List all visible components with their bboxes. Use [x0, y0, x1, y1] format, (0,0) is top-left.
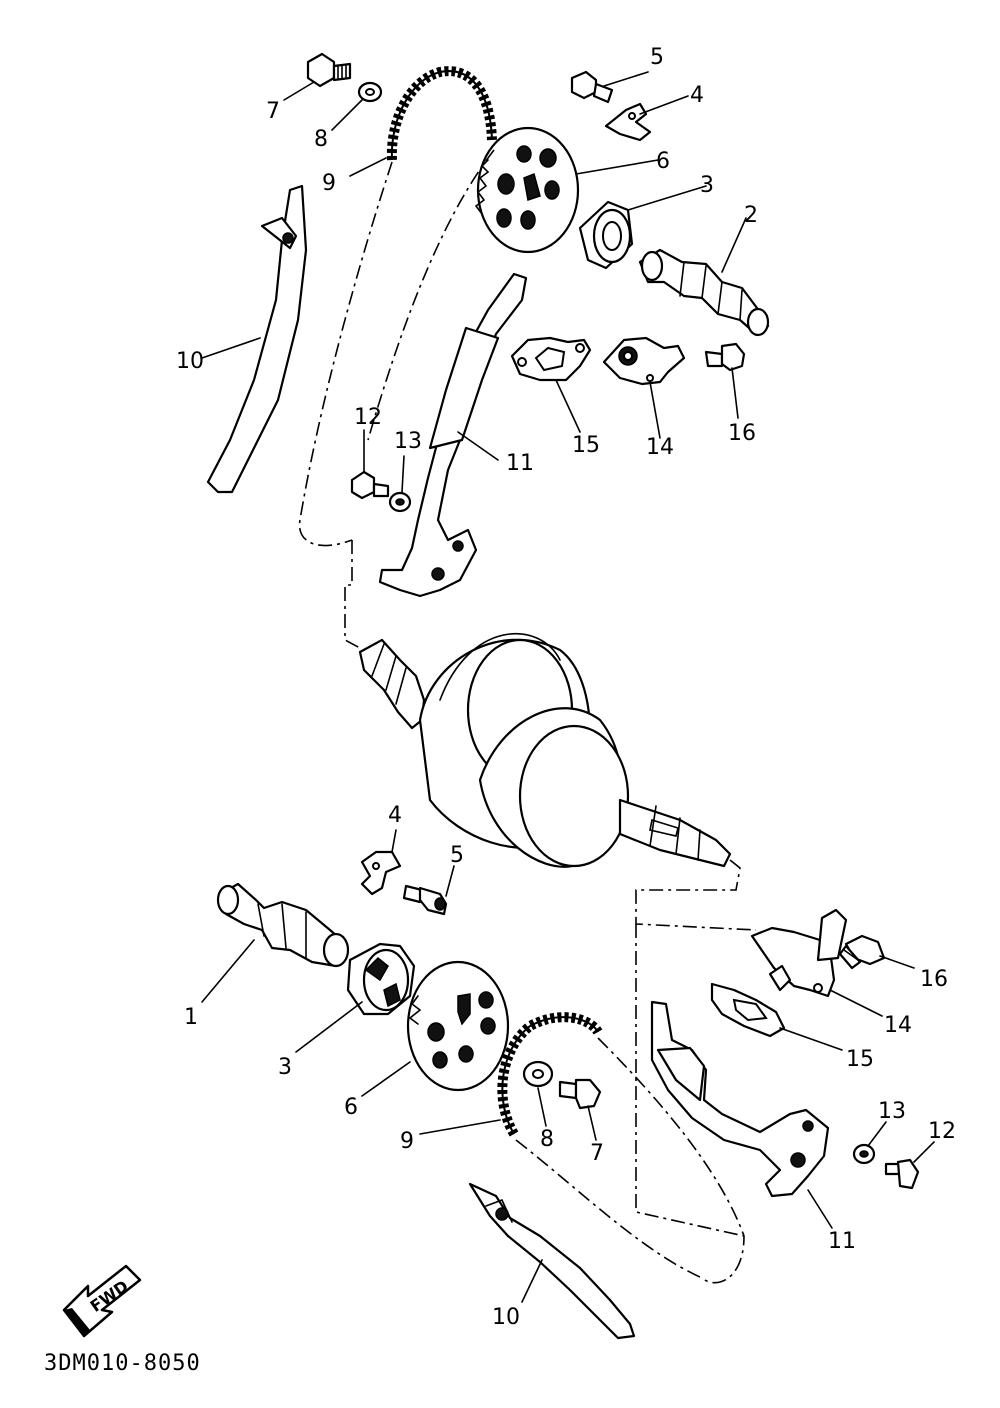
label-bottom-5: 5 — [450, 843, 464, 868]
label-bottom-13: 13 — [878, 1099, 906, 1124]
label-bottom-12: 12 — [928, 1119, 956, 1144]
label-top-7: 7 — [266, 99, 280, 124]
label-bottom-7: 7 — [590, 1141, 604, 1166]
top-gasket-15 — [510, 336, 592, 382]
bottom-gasket-15 — [710, 982, 786, 1038]
top-timing-chain-9 — [386, 66, 497, 161]
label-top-5: 5 — [650, 45, 664, 70]
top-bolt-5 — [570, 70, 614, 104]
label-top-8: 8 — [314, 127, 328, 152]
label-bottom-14: 14 — [884, 1013, 912, 1038]
bottom-lock-plate-4 — [360, 850, 402, 896]
label-top-11: 11 — [506, 451, 534, 476]
top-chain-tensioner-14 — [602, 336, 686, 386]
bottom-camshaft-1 — [216, 882, 350, 968]
label-bottom-16: 16 — [920, 967, 948, 992]
bottom-bolt-7 — [558, 1078, 602, 1110]
label-bottom-15: 15 — [846, 1047, 874, 1072]
label-bottom-3: 3 — [278, 1055, 292, 1080]
label-top-4: 4 — [690, 83, 704, 108]
label-top-6: 6 — [656, 149, 670, 174]
top-chain-guide-11 — [378, 272, 528, 598]
bottom-chain-guide-11 — [650, 1000, 830, 1198]
top-bolt-16 — [704, 342, 746, 372]
label-top-2: 2 — [744, 203, 758, 228]
top-washer-8 — [357, 81, 383, 103]
bottom-washer-13 — [852, 1143, 876, 1165]
bottom-bolt-16 — [838, 934, 886, 970]
top-camshaft-2 — [638, 248, 770, 337]
label-top-12: 12 — [354, 405, 382, 430]
bottom-washer-8 — [522, 1060, 554, 1088]
label-bottom-10: 10 — [492, 1305, 520, 1330]
bottom-timing-chain-9 — [497, 1012, 603, 1137]
top-cam-sprocket-6 — [474, 126, 580, 254]
label-bottom-4: 4 — [388, 803, 402, 828]
label-bottom-8: 8 — [540, 1127, 554, 1152]
top-washer-13 — [388, 491, 412, 513]
bottom-chain-guide-10 — [468, 1182, 636, 1340]
bottom-bolt-5 — [402, 884, 448, 916]
bottom-bolt-12 — [884, 1158, 920, 1190]
bottom-cam-sprocket-6 — [406, 960, 510, 1092]
top-cam-collar-3 — [578, 200, 634, 270]
label-top-14: 14 — [646, 435, 674, 460]
label-bottom-9: 9 — [400, 1129, 414, 1154]
bottom-cam-collar-3 — [346, 942, 416, 1016]
label-bottom-11: 11 — [828, 1229, 856, 1254]
fwd-arrow-icon: FWD — [62, 1264, 142, 1338]
top-chain-guide-10 — [206, 184, 308, 494]
label-top-16: 16 — [728, 421, 756, 446]
label-bottom-1: 1 — [184, 1005, 198, 1030]
label-top-15: 15 — [572, 433, 600, 458]
top-bolt-12 — [350, 470, 390, 500]
label-top-9: 9 — [322, 171, 336, 196]
top-lock-plate-4 — [604, 102, 652, 142]
crankshaft — [358, 632, 732, 868]
bottom-chain-tensioner-14 — [750, 908, 848, 998]
label-top-3: 3 — [700, 173, 714, 198]
drawing-code: 3DM010-8050 — [44, 1351, 201, 1376]
label-top-10: 10 — [176, 349, 204, 374]
label-top-13: 13 — [394, 429, 422, 454]
top-bolt-7 — [306, 52, 352, 88]
label-bottom-6: 6 — [344, 1095, 358, 1120]
